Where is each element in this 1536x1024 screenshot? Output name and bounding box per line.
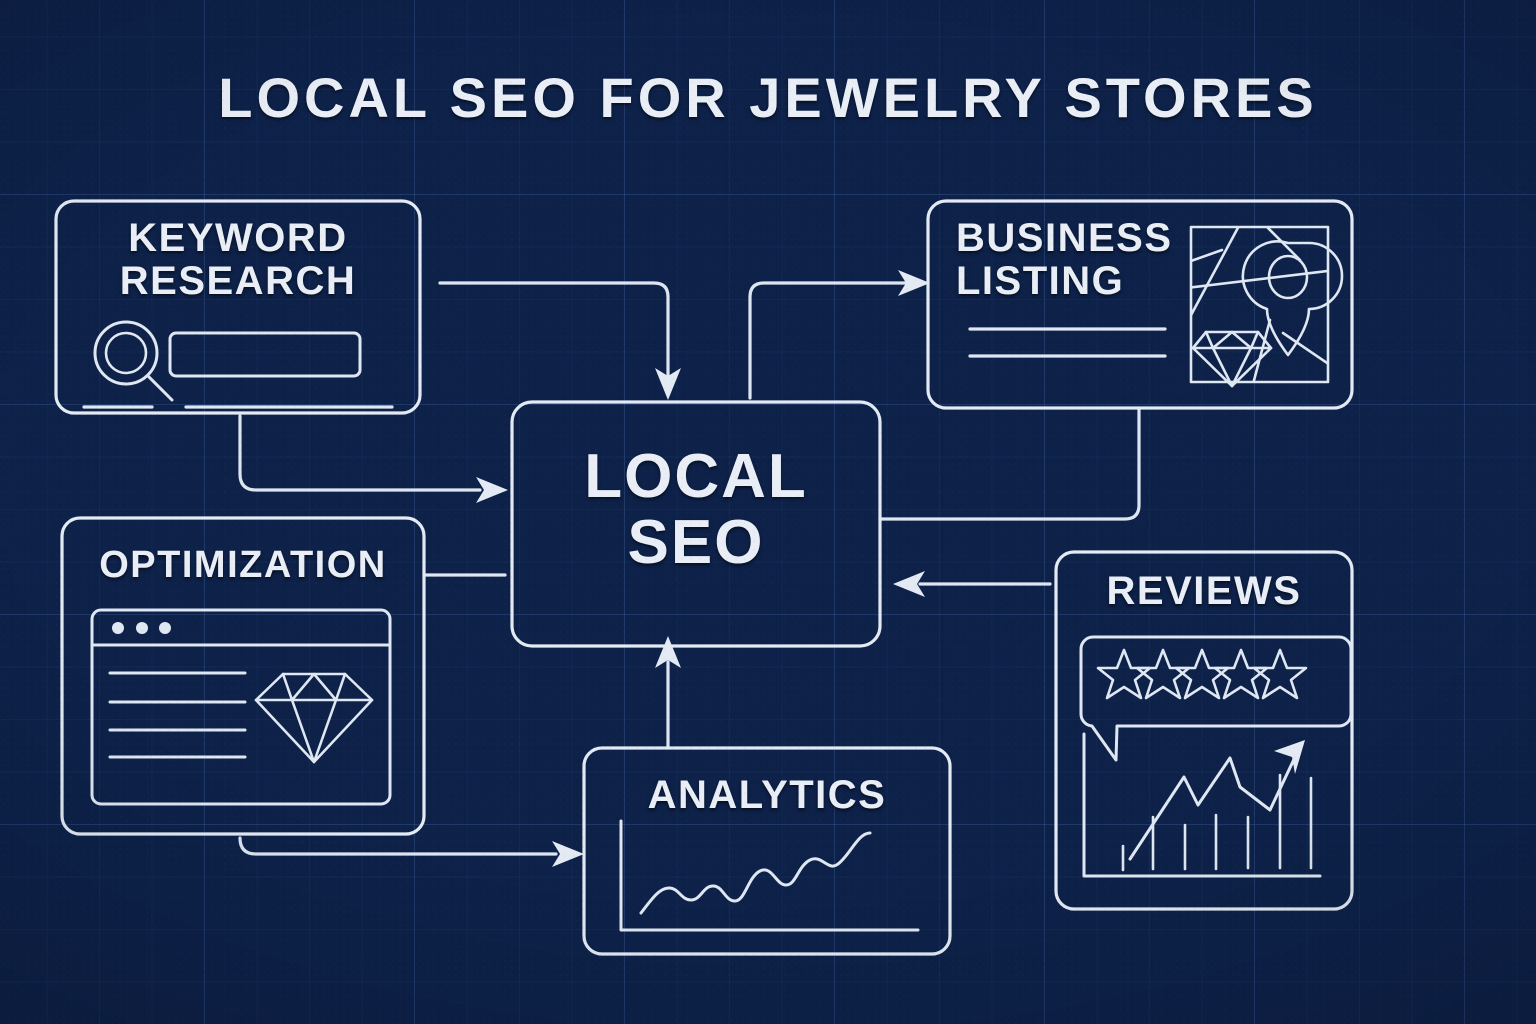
connector-optimization-to-analytics xyxy=(238,836,584,867)
search-bar-icon xyxy=(93,320,362,402)
node-keyword-research[interactable] xyxy=(54,199,422,415)
line-chart-icon xyxy=(619,819,920,932)
diamond-icon-large xyxy=(254,672,374,764)
connector-reviews-to-hub xyxy=(893,571,1052,597)
node-local-seo-hub[interactable] xyxy=(510,400,882,648)
map-pin-diamond-icon xyxy=(1189,225,1344,388)
connector-group xyxy=(238,270,1141,867)
business-listing-box[interactable] xyxy=(926,199,1354,410)
node-reviews[interactable] xyxy=(1054,550,1354,911)
browser-window-diamond-icon xyxy=(90,608,392,806)
connector-business-listing-to-hub xyxy=(878,406,1141,521)
analytics-box[interactable] xyxy=(582,746,952,956)
local-seo-hub-box[interactable] xyxy=(510,400,882,648)
reviews-label: REVIEWS xyxy=(1106,569,1302,613)
node-analytics[interactable] xyxy=(582,746,952,956)
node-business-listing[interactable] xyxy=(926,199,1354,410)
diamond-icon-small xyxy=(1191,330,1273,388)
node-optimization[interactable] xyxy=(60,516,426,836)
keyword-research-label: KEYWORD RESEARCH xyxy=(119,216,357,303)
page-title: LOCAL SEO FOR JEWELRY STORES xyxy=(218,66,1318,129)
connector-hub-to-business-listing xyxy=(748,270,930,400)
keyword-research-box[interactable] xyxy=(54,199,422,415)
connector-analytics-to-hub xyxy=(655,636,681,750)
star-rating-speech-bubble-icon xyxy=(1079,635,1353,762)
local-seo-hub-label: LOCAL SEO xyxy=(584,442,808,578)
optimization-box[interactable] xyxy=(60,516,426,836)
connector-keyword-to-hub-right xyxy=(238,414,508,503)
business-listing-label: BUSINESS LISTING xyxy=(956,216,1173,303)
optimization-label: OPTIMIZATION xyxy=(99,544,387,586)
growth-chart-icon xyxy=(1082,732,1322,878)
reviews-box[interactable] xyxy=(1054,550,1354,911)
connector-keyword-to-hub-down xyxy=(438,281,681,400)
analytics-label: ANALYTICS xyxy=(647,773,887,817)
